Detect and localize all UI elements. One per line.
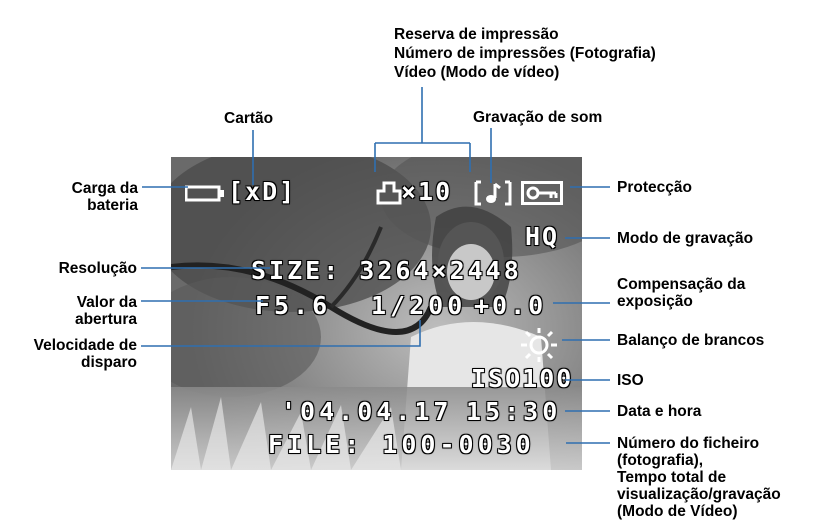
label-ficheiro-line4: visualização/gravação	[617, 486, 781, 503]
label-compensacao-line2: exposição	[617, 293, 693, 310]
label-numero-impressoes: Número de impressões (Fotografia)	[394, 45, 656, 62]
label-compensacao-line1: Compensação da	[617, 276, 746, 293]
label-ficheiro-line3: Tempo total de	[617, 469, 727, 486]
label-abertura-line1: Valor da	[76, 294, 137, 311]
exposure-value: +0.0	[474, 291, 547, 320]
resolution-value: SIZE: 3264×2448	[251, 256, 522, 285]
battery-icon	[185, 185, 224, 202]
record-mode: HQ	[525, 222, 560, 251]
label-data-hora: Data e hora	[617, 403, 702, 420]
time-value: 15:30	[466, 397, 562, 426]
camera-lcd-screen: [xD] ×10 HQ SIZE: 3264×2448 F5.6 1/200 +…	[171, 157, 582, 470]
iso-value: ISO100	[471, 364, 574, 393]
label-numero-ficheiro: Número do ficheiro (fotografia), Tempo t…	[617, 435, 781, 520]
label-video-modo: Vídeo (Modo de vídeo)	[394, 64, 560, 81]
photo-background	[171, 157, 582, 470]
print-reserve-icon	[376, 181, 402, 205]
label-abertura-line2: abertura	[74, 311, 137, 328]
sun-white-balance-icon	[521, 328, 557, 362]
label-balanco-brancos: Balanço de brancos	[617, 332, 765, 349]
print-bracket-line	[374, 87, 471, 172]
print-count: ×10	[401, 177, 453, 206]
label-ficheiro-line5: (Modo de Vídeo)	[617, 503, 738, 520]
shutter-value: 1/200	[371, 291, 467, 320]
velocidade-line	[141, 320, 421, 347]
label-carga-bateria: Carga da bateria	[42, 180, 138, 214]
label-velocidade-disparo: Velocidade de disparo	[6, 337, 137, 371]
file-number-value: FILE: 100-0030	[268, 430, 535, 459]
protect-key-icon	[521, 181, 563, 205]
label-velocidade-line2: disparo	[81, 354, 137, 371]
label-velocidade-line1: Velocidade de	[33, 337, 137, 354]
label-resolucao: Resolução	[58, 260, 137, 277]
label-ficheiro-line2: (fotografia),	[617, 452, 704, 469]
label-carga-bateria-line2: bateria	[87, 197, 138, 214]
label-cartao: Cartão	[224, 110, 274, 127]
label-valor-abertura: Valor da abertura	[40, 294, 137, 328]
card-indicator: [xD]	[228, 177, 297, 206]
aperture-value: F5.6	[255, 291, 332, 320]
label-iso: ISO	[617, 372, 644, 389]
label-compensacao: Compensação da exposição	[617, 276, 745, 310]
date-value: '04.04.17	[281, 397, 453, 426]
label-reserva-impressao: Reserva de impressão	[394, 26, 559, 43]
label-proteccao: Protecção	[617, 179, 692, 196]
label-gravacao-som: Gravação de som	[473, 109, 603, 126]
label-ficheiro-line1: Número do ficheiro	[617, 435, 760, 452]
label-carga-bateria-line1: Carga da	[71, 180, 138, 197]
label-modo-gravacao: Modo de gravação	[617, 230, 754, 247]
sound-record-icon	[474, 180, 512, 206]
